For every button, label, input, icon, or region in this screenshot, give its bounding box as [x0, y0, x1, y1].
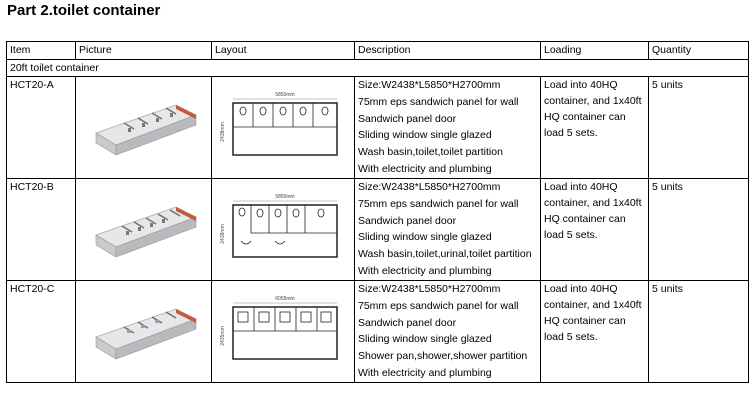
- layout-height-label: 2435mm: [220, 326, 226, 345]
- container-picture: [75, 178, 212, 281]
- description-cell: Size:W2438*L5850*H2700mm 75mm eps sandwi…: [354, 76, 541, 179]
- layout-width-label: 5850mm: [275, 92, 294, 98]
- description-cell: Size:W2438*L5850*H2700mm 75mm eps sandwi…: [354, 280, 541, 383]
- col-loading: Loading: [540, 41, 649, 60]
- quantity-cell: 5 units: [648, 280, 749, 383]
- layout-height-label: 2438mm: [220, 224, 226, 243]
- container-picture: [75, 76, 212, 179]
- floor-plan-drawing: 5850mm 2438mm: [220, 92, 338, 156]
- loading-cell: Load into 40HQ container, and 1x40ft HQ …: [540, 280, 649, 383]
- table-row: HCT20-A: [6, 76, 749, 179]
- floor-plan-drawing: 6055mm 2435mm: [220, 296, 338, 360]
- col-layout: Layout: [211, 41, 355, 60]
- layout-cell: 5850mm 2438mm: [211, 76, 355, 179]
- group-label: 20ft toilet container: [6, 59, 749, 77]
- layout-cell: 6055mm 2435mm: [211, 280, 355, 383]
- quantity-cell: 5 units: [648, 76, 749, 179]
- layout-height-label: 2438mm: [220, 122, 226, 141]
- col-quantity: Quantity: [648, 41, 749, 60]
- spec-table: Item Picture Layout Description Loading …: [6, 41, 749, 383]
- item-code: HCT20-B: [6, 178, 76, 281]
- container-render-image: [94, 206, 197, 258]
- quantity-cell: 5 units: [648, 178, 749, 281]
- container-picture: [75, 280, 212, 383]
- page-heading: Part 2.toilet container: [7, 2, 161, 19]
- layout-width-label: 6055mm: [275, 296, 294, 302]
- container-render-image: [94, 308, 197, 360]
- loading-cell: Load into 40HQ container, and 1x40ft HQ …: [540, 76, 649, 179]
- item-code: HCT20-C: [6, 280, 76, 383]
- layout-width-label: 5850mm: [275, 194, 294, 200]
- col-description: Description: [354, 41, 541, 60]
- col-picture: Picture: [75, 41, 212, 60]
- loading-cell: Load into 40HQ container, and 1x40ft HQ …: [540, 178, 649, 281]
- layout-cell: 5850mm 2438mm: [211, 178, 355, 281]
- description-cell: Size:W2438*L5850*H2700mm 75mm eps sandwi…: [354, 178, 541, 281]
- table-row: HCT20-C: [6, 280, 749, 383]
- col-item: Item: [6, 41, 76, 60]
- group-row: 20ft toilet container: [6, 59, 749, 77]
- table-row: HCT20-B: [6, 178, 749, 281]
- header-row: Item Picture Layout Description Loading …: [6, 41, 749, 60]
- container-render-image: [94, 104, 197, 156]
- item-code: HCT20-A: [6, 76, 76, 179]
- floor-plan-drawing: 5850mm 2438mm: [220, 194, 338, 258]
